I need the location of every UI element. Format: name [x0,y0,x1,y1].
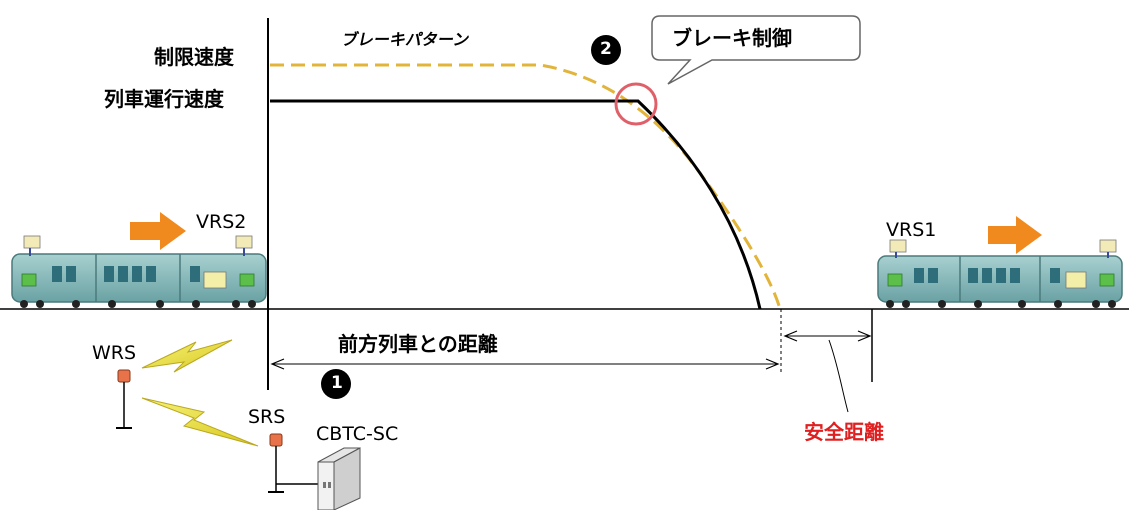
vrs1-label: VRS1 [886,219,937,241]
train-speed-curve [270,99,762,310]
cbtc-sc-cabinet [317,447,361,510]
right-train [877,239,1123,308]
direction-arrow-right-train [988,216,1042,254]
wrs-station [116,369,132,429]
brake-control-callout [651,15,861,85]
brake-point-circle [614,82,658,126]
left-train [11,235,267,308]
brake-control-label: ブレーキ制御 [672,26,792,50]
train-speed-label: 列車運行速度 [104,87,224,111]
marker-1-circle [321,369,351,399]
srs-label: SRS [248,406,286,428]
lightning-bolt-lower [141,397,259,447]
marker-1-label: 1 [331,373,343,393]
marker-2-circle [591,35,621,65]
brake-pattern-label: ブレーキパターン [340,30,472,49]
srs-station [268,433,318,493]
direction-arrow-left-train [130,212,186,250]
wrs-label: WRS [92,342,137,364]
speed-limit-label: 制限速度 [154,45,234,69]
safety-distance-arrow [783,309,873,413]
safety-distance-label: 安全距離 [804,420,884,444]
distance-arrow [270,358,780,370]
marker-2-label: 2 [600,39,612,59]
lightning-bolt-upper [141,339,233,373]
distance-to-preceding-label: 前方列車との距離 [338,332,498,356]
cbtc-sc-label: CBTC-SC [316,423,399,445]
vrs2-label: VRS2 [196,211,247,233]
